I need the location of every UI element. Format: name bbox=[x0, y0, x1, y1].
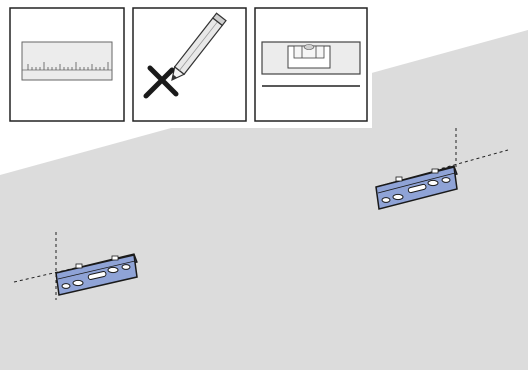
wall-bracket-left bbox=[55, 253, 138, 296]
ruler-icon bbox=[9, 7, 125, 122]
pencil-mark-icon bbox=[132, 7, 247, 122]
crosshair-guide-left bbox=[13, 232, 85, 300]
crosshair-guide-right bbox=[435, 128, 509, 171]
spirit-level-icon bbox=[254, 7, 368, 122]
wall-bracket-right bbox=[375, 165, 458, 210]
wall-surface bbox=[0, 30, 528, 370]
